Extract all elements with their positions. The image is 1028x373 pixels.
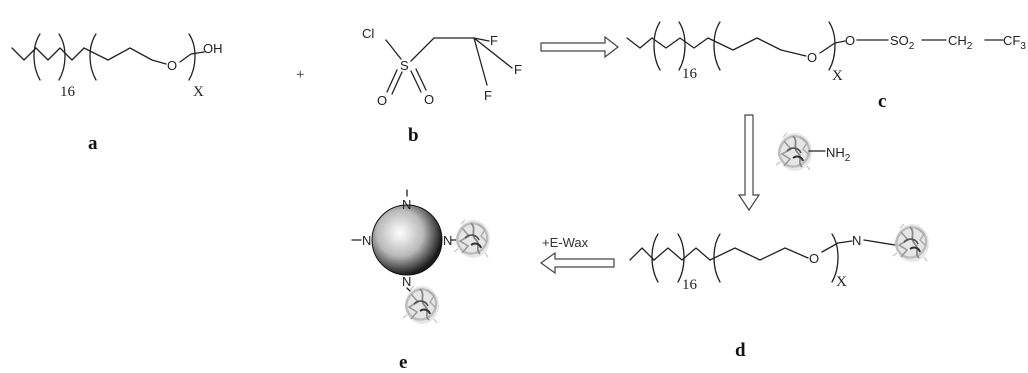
compound-b-cl-bond [385, 39, 402, 60]
compound-b-oxygen-2: O [424, 92, 434, 107]
wax-note: +E-Wax [542, 235, 589, 250]
compound-c-bracket-left-2 [713, 21, 721, 71]
compound-c-chain-bond [626, 37, 653, 49]
compound-d-chain-bond [629, 247, 655, 261]
compound-d-peg-bond [709, 247, 809, 261]
plus-sign: + [296, 67, 304, 83]
compound-b-fluorine-1: F [490, 33, 498, 48]
compound-b-cf-bond [473, 37, 513, 86]
compound-c-bracket-right-1 [678, 21, 686, 71]
compound-a-bracket-left-2 [89, 33, 97, 81]
protein-ribbon-icon [452, 218, 492, 260]
compound-c-methylene: CH2 [948, 33, 973, 52]
compound-a-oh-bond [179, 51, 205, 63]
compound-c-sulfonyl: SO2 [890, 33, 915, 52]
compound-a-bracket-right-2 [188, 33, 196, 81]
compound-b-so-double-bond [386, 69, 403, 95]
compound-d-oxygen: O [809, 251, 819, 266]
compound-a-label: a [88, 133, 98, 154]
product-e: N N N N e [351, 189, 492, 373]
compound-a-hydroxyl: OH [203, 41, 223, 56]
compound-b-label: b [408, 125, 419, 146]
enzyme-amine-group: NH2 [826, 145, 851, 164]
compound-d-label: d [735, 340, 746, 361]
compound-c-chain-count: 16 [682, 66, 698, 82]
compound-c: 16 O X O SO2 CH2 CF3 c [626, 21, 1026, 112]
compound-d-chain-count: 16 [682, 277, 698, 293]
compound-a: 16 O OH X a [11, 33, 223, 154]
compound-c-label: c [878, 91, 886, 112]
compound-b-sulfur: S [400, 58, 409, 73]
compound-a-repeat-index: X [193, 84, 204, 100]
compound-b-oxygen-1: O [377, 93, 387, 108]
product-e-n-top: N [402, 197, 411, 212]
product-e-n-bottom: N [402, 274, 411, 289]
reaction-arrow-c-to-d [737, 114, 761, 212]
enzyme-amine-reagent: NH2 [774, 131, 851, 173]
compound-c-ester-oxygen: O [845, 33, 855, 48]
compound-b-sc-bond [410, 37, 475, 62]
compound-b: Cl S O O F F F b [362, 26, 522, 146]
compound-d-bracket-left-1 [651, 233, 659, 283]
compound-d-bracket-left-2 [713, 233, 721, 283]
compound-d-protein-bond [863, 239, 896, 246]
compound-a-oxygen: O [167, 58, 177, 73]
compound-a-chain-bond [11, 47, 37, 61]
reaction-arrow-b-to-c [540, 35, 619, 59]
compound-c-oxygen: O [807, 50, 817, 65]
compound-c-peg-bond [707, 37, 807, 57]
product-e-label: e [399, 352, 407, 373]
compound-a-bracket-right-1 [58, 33, 66, 81]
compound-c-bracket-left-1 [653, 21, 661, 71]
compound-a-bracket-left-1 [33, 33, 41, 81]
wax-sphere-icon [371, 204, 443, 276]
protein-ribbon-icon [401, 284, 441, 326]
compound-d-bracket-right-2 [831, 233, 839, 283]
compound-d-bracket-right-1 [677, 233, 685, 283]
protein-ribbon-icon [774, 131, 814, 173]
compound-c-ester-bond [819, 40, 846, 54]
compound-c-repeat-index: X [832, 68, 843, 84]
compound-c-trifluoromethyl: CF3 [1003, 33, 1026, 52]
compound-a-chain-bond [35, 47, 85, 61]
compound-a-peg-bond [83, 47, 167, 65]
compound-b-chlorine: Cl [362, 26, 374, 41]
compound-d: 16 O X N d [629, 222, 931, 361]
compound-b-so-double-bond [410, 68, 427, 93]
compound-c-chain-bond [651, 37, 709, 49]
reaction-arrow-d-to-e [539, 251, 615, 275]
product-e-n-right: N [443, 233, 452, 248]
product-e-n-left: N [362, 233, 371, 248]
compound-a-chain-count: 16 [60, 84, 76, 100]
compound-c-bracket-right-2 [828, 21, 836, 71]
compound-d-chain-bond [653, 247, 711, 261]
compound-b-fluorine-2: F [514, 62, 522, 77]
compound-b-fluorine-3: F [484, 88, 492, 103]
protein-ribbon-icon [891, 222, 931, 264]
compound-d-nitrogen: N [852, 233, 861, 248]
compound-d-repeat-index: X [836, 274, 847, 290]
compound-d-amide-bond [821, 240, 853, 253]
